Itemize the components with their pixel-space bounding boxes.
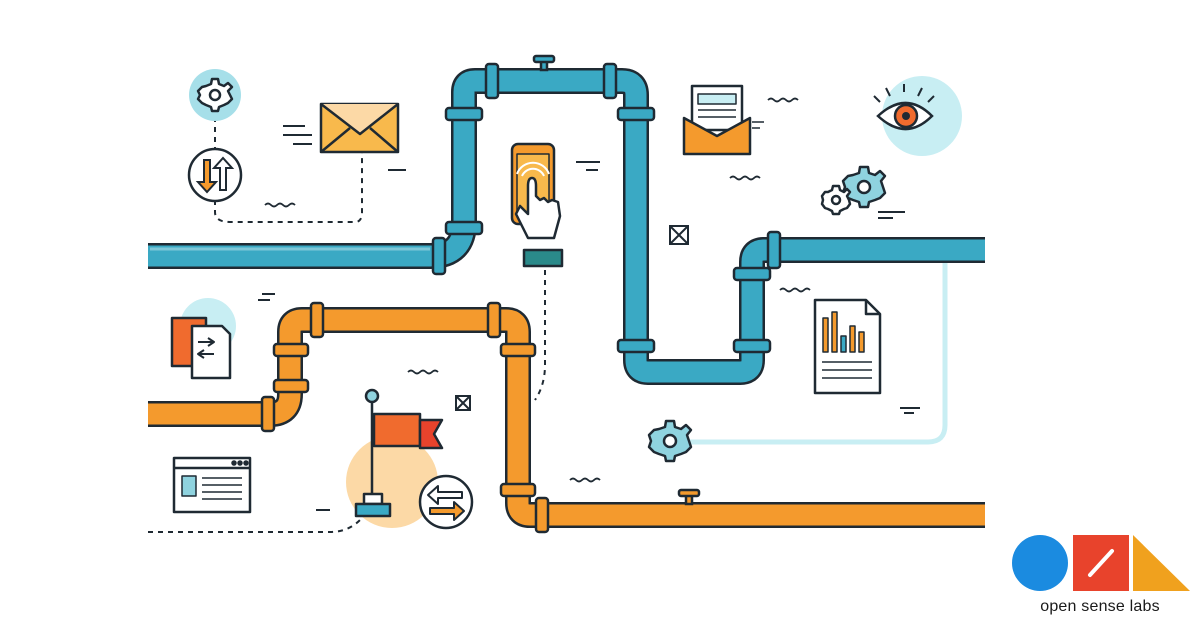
- teal-connector: [690, 262, 948, 445]
- orange-pipe: [148, 307, 985, 528]
- report-document-icon: [813, 298, 882, 395]
- orange-pipe-couplings: [260, 301, 701, 534]
- blue-pipe-couplings: [431, 54, 782, 354]
- dashed-connectors: [148, 117, 546, 533]
- gear-icon: [189, 69, 241, 121]
- eye-icon: [873, 76, 962, 156]
- small-gear-icon: [647, 419, 693, 463]
- open-mail-icon: [682, 84, 764, 156]
- logo-circle: [1012, 535, 1068, 591]
- swap-arrows-icon: [418, 474, 474, 530]
- brand-name: open sense labs: [1040, 598, 1160, 615]
- flag-icon: [346, 388, 444, 528]
- brand-logo: [1012, 535, 1190, 591]
- smartphone-tap-icon: [510, 142, 564, 268]
- envelope-icon: [319, 102, 400, 154]
- file-transfer-icon: [170, 298, 236, 380]
- squiggles: [264, 97, 811, 483]
- logo-triangle: [1133, 535, 1190, 591]
- speed-lines: [258, 125, 920, 511]
- gears-icon: [820, 165, 887, 216]
- up-down-arrows-icon: [187, 147, 243, 203]
- browser-window-icon: [172, 456, 252, 514]
- cross-boxes: [455, 225, 689, 411]
